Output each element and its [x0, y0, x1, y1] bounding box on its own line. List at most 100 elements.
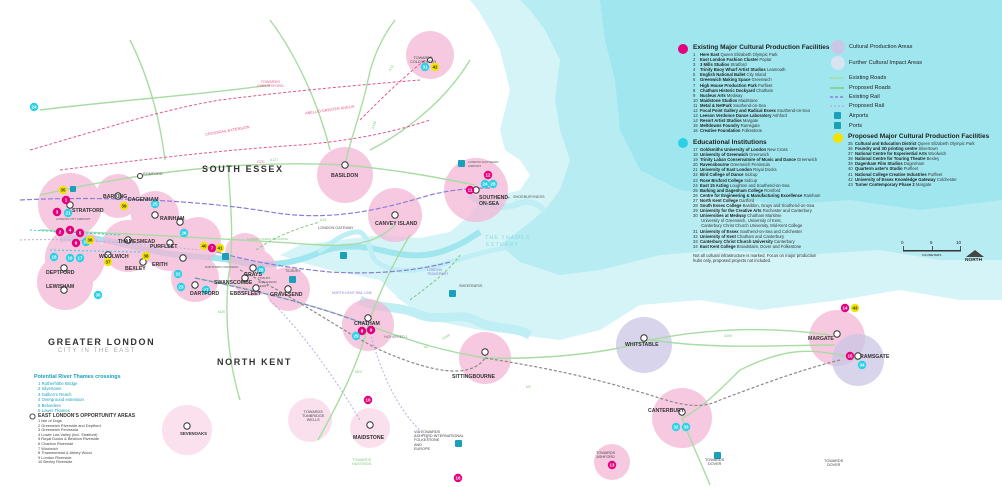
legend-note-2: hubs only, proposed projects not include…: [693, 257, 772, 263]
port-icon: [449, 290, 456, 297]
towards-colchester: TOWARDS COLCHESTER: [410, 56, 436, 65]
educational-name: University of Greenwich: [700, 152, 748, 158]
existing-facility-location: Stratford: [730, 62, 747, 68]
marker-24-label: 24: [31, 105, 37, 110]
southend-airport-label: LONDON SOUTHEND AIRPORT: [468, 160, 499, 168]
marker-43: [850, 303, 860, 313]
place-maidstone: MAIDSTONE: [353, 435, 385, 441]
road-m20-label: M20: [355, 370, 362, 374]
existing-facility-name: High House Production Park: [700, 82, 757, 88]
proposed-facility-location: Bexley: [926, 156, 940, 162]
shoeburyness-label: SHOEBURYNESS: [513, 195, 545, 199]
opportunity-item: 9 London Riverside: [38, 454, 72, 460]
marker-1: [61, 195, 71, 205]
educational-location: Chatham Maritime: [747, 213, 782, 219]
marker-29: [351, 331, 361, 341]
proposed-facility-number: 39: [848, 161, 853, 167]
place-canterbury: CANTERBURY: [648, 408, 685, 414]
existing-facility-name: Maidstone Studios: [700, 97, 738, 103]
educational-number: 28: [693, 203, 698, 209]
marker-33-label: 33: [683, 425, 689, 430]
educational-name: Ravensbourne: [700, 162, 730, 168]
marker-17-label: 17: [77, 256, 83, 261]
place-erith: ERITH: [152, 262, 168, 268]
existing-facility-location: Margate: [742, 118, 759, 124]
rail-c2c-label: C2C: [257, 160, 265, 164]
port-icon: [289, 276, 296, 283]
proposed-facility-icon: [833, 133, 843, 143]
proposed-facility-name: Quarterm aster's Studio: [855, 166, 903, 172]
marker-28: [256, 265, 266, 275]
proposed-facility-location: Colchester: [936, 176, 957, 182]
educational-name: Bird College of Dance: [700, 172, 744, 178]
marker-7-label: 7: [211, 246, 214, 251]
opportunity-item: 3 Greenwich Peninsula: [38, 427, 79, 433]
marker-26-label: 26: [181, 231, 187, 236]
place-dartford: DARTFORD: [190, 291, 220, 297]
educational-name: University of Essex: [700, 228, 739, 234]
place-ramsgate: RAMSGATE: [860, 354, 890, 360]
marker-22-label: 22: [175, 272, 181, 277]
marker-38: [141, 251, 151, 261]
key-proposed-rail: Proposed Rail: [849, 103, 885, 109]
marker-28-label: 28: [258, 268, 264, 273]
marker-33: [681, 422, 691, 432]
proposed-facility-location: Dagenham: [903, 161, 925, 167]
existing-facility-number: 5: [693, 72, 696, 78]
place-rainham: RAINHAM: [160, 216, 185, 222]
place-swanscombe: SWANSCOMBE: [214, 280, 253, 286]
marker-29-label: 29: [353, 334, 359, 339]
educational-name: Canterbury Christ Church University: [700, 238, 773, 244]
proposed-facility-number: 42: [848, 176, 853, 182]
existing-facility-number: 3: [693, 62, 696, 68]
crossing-item: 3 Gallion's Reach: [38, 391, 72, 397]
place-thamesmead: THAMESMEAD: [118, 239, 156, 245]
educational-name: Universities at Medway: [700, 213, 747, 219]
educational-location: Greenwich Peninsula: [730, 162, 770, 168]
proposed-facility-number: 36: [848, 146, 853, 152]
scale-zero: 0: [901, 240, 904, 245]
marker-42-label: 42: [432, 65, 438, 70]
london-gateway-label: LONDON GATEWAY: [318, 226, 354, 230]
marker-26: [179, 228, 189, 238]
educational-number: 22: [693, 172, 698, 178]
proposed-facility-number: 41: [848, 171, 853, 177]
marker-37-label: 37: [105, 260, 111, 265]
marker-25: [150, 199, 160, 209]
educational-number: 26: [693, 192, 698, 198]
existing-facility-location: Ramsgate: [740, 123, 760, 129]
port-icons: [70, 160, 721, 459]
existing-facility-number: 8: [693, 87, 696, 93]
educational-name: University of East London: [700, 167, 752, 173]
key-impact-areas: Further Cultural Impact Areas: [849, 60, 923, 66]
place-gravesend: GRAVESEND: [270, 292, 303, 298]
existing-facility-number: 4: [693, 67, 696, 73]
proposed-roads: [255, 221, 461, 301]
north-label: NORTH: [965, 258, 983, 263]
existing-facility-location: Chatham: [756, 87, 774, 93]
marker-15: [845, 351, 855, 361]
educational-location: Southend-on-Sea and Colchester: [739, 228, 802, 234]
marker-2: [55, 227, 65, 237]
marker-18: [49, 252, 59, 262]
existing-facilities-legend: Existing Major Cultural Production Facil…: [693, 44, 830, 134]
opportunity-item: 8 Thamesmead & Abbey Wood: [38, 450, 92, 456]
educational-item: University of Greenwich, University of K…: [693, 218, 820, 223]
crossings-title: Potential River Thames crossings: [34, 374, 121, 380]
marker-34-label: 34: [859, 363, 865, 368]
marker-16: [453, 473, 463, 483]
road-a299-label: A299: [724, 334, 733, 338]
